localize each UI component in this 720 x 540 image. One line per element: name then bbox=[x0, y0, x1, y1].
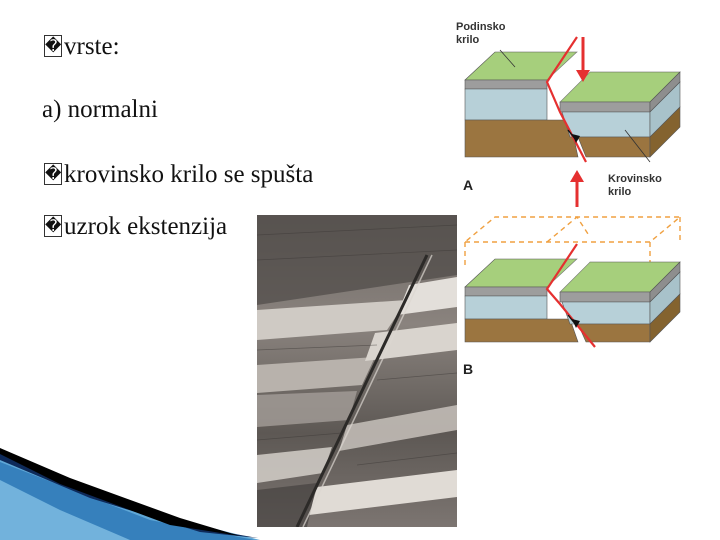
normal-fault-diagram: Podinsko krilo Krovinsko krilo A bbox=[450, 12, 720, 387]
label-a: A bbox=[463, 177, 473, 193]
bullet-line-uzrok: �uzrok ekstenzija bbox=[44, 212, 227, 242]
fault-photo bbox=[257, 215, 457, 527]
label-krovinsko: Krovinsko bbox=[608, 173, 662, 185]
text-vrste: vrste: bbox=[64, 33, 120, 60]
bullet-line-vrste: �vrste: bbox=[44, 32, 120, 62]
bullet-line-krovinsko: �krovinsko krilo se spušta bbox=[44, 160, 313, 190]
label-podinsko: Podinsko bbox=[456, 21, 506, 33]
block-diagram-a: Podinsko krilo Krovinsko krilo A bbox=[456, 21, 680, 207]
label-krovinsko-krilo: krilo bbox=[608, 186, 632, 198]
bullet-icon: � bbox=[44, 163, 62, 185]
block-diagram-b: B bbox=[463, 217, 680, 377]
fault-photo-drawing bbox=[257, 215, 457, 527]
text-uzrok: uzrok ekstenzija bbox=[64, 213, 227, 240]
bullet-icon: � bbox=[44, 35, 62, 57]
label-b: B bbox=[463, 361, 473, 377]
decorative-swoosh bbox=[0, 440, 260, 540]
bullet-icon: � bbox=[44, 215, 62, 237]
label-podinsko-krilo: krilo bbox=[456, 34, 480, 46]
text-normalni: a) normalni bbox=[42, 96, 158, 123]
text-krovinsko: krovinsko krilo se spušta bbox=[64, 161, 313, 188]
line-normalni: a) normalni bbox=[42, 95, 158, 125]
